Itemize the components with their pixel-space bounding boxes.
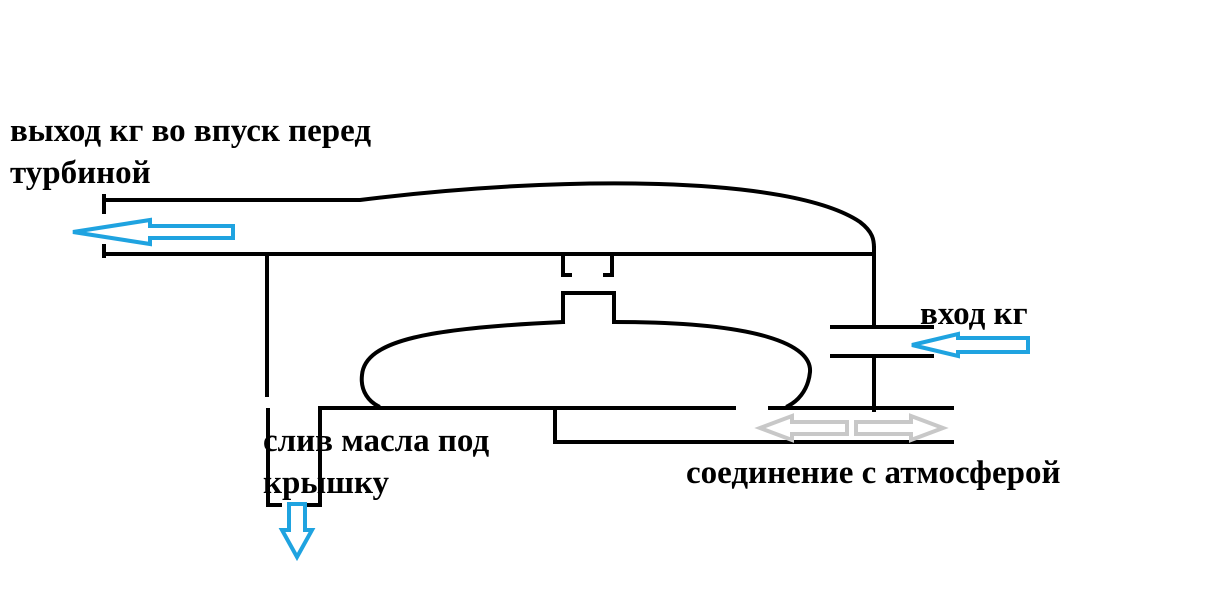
drain-label-line-2: крышку [263,465,390,501]
baffle-dome [359,319,566,409]
atmosphere-arrow [754,413,949,443]
drain-flow-arrow [278,502,316,562]
vent-label: соединение с атмосферой [686,455,1061,491]
outlet-label-line-1: выход кг во впуск перед [10,113,372,149]
nozzle-right-stub [603,252,614,277]
inlet-label: вход кг [920,296,1028,332]
nozzle-left-stub [561,252,572,277]
outlet-label: выход кг во впуск перед турбиной [10,110,371,194]
outlet-flow-arrow [72,217,235,247]
nozzle-cup [561,291,616,324]
inlet-flow-arrow [911,331,1030,359]
outlet-pipe-top [102,181,877,251]
outlet-label-line-2: турбиной [10,155,151,191]
drain-label: слив масла под крышку [263,420,489,504]
baffle-dome-right [611,319,813,409]
drain-label-line-1: слив масла под [263,423,490,459]
